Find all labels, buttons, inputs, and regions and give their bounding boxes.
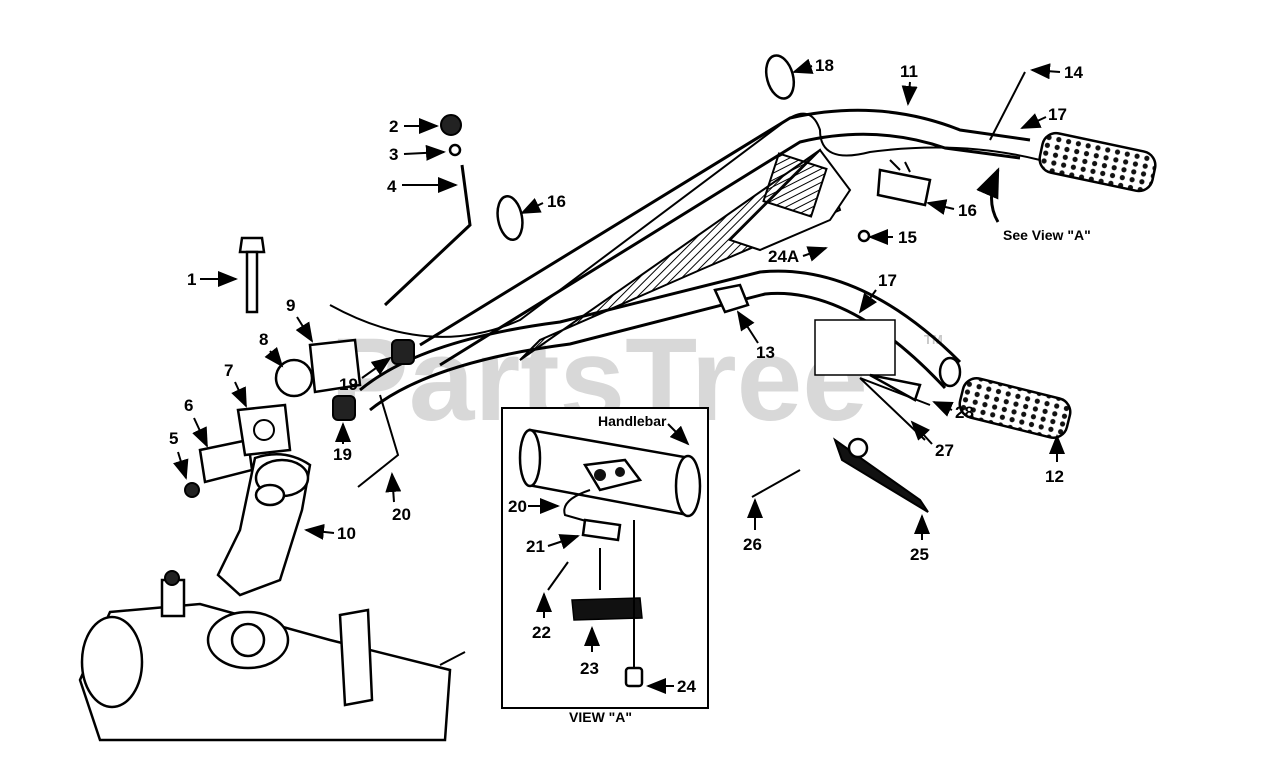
callout-8: 8 — [259, 330, 284, 368]
svg-text:19: 19 — [333, 445, 352, 464]
callout-7: 7 — [224, 361, 247, 408]
tiller-engine-body — [78, 570, 466, 742]
svg-text:9: 9 — [286, 296, 295, 315]
svg-text:3: 3 — [389, 145, 398, 164]
callout-17-upper: 17 — [1020, 105, 1067, 129]
inset-callout-23: 23 — [580, 659, 599, 678]
callout-1: 1 — [187, 270, 238, 289]
svg-text:17: 17 — [878, 271, 897, 290]
svg-text:18: 18 — [815, 56, 834, 75]
bolt-26 — [751, 469, 801, 498]
callout-16-left: 16 — [520, 192, 566, 214]
callout-5: 5 — [169, 429, 189, 480]
svg-text:1: 1 — [187, 270, 196, 289]
svg-text:16: 16 — [547, 192, 566, 211]
inset-callout-22: 22 — [532, 623, 551, 642]
callout-28: 28 — [932, 401, 974, 422]
inset-wire-20 — [563, 489, 601, 526]
inset-screw-22 — [547, 561, 569, 591]
inset-handlebar-label: Handlebar — [598, 413, 667, 429]
see-view-a-note: See View "A" — [976, 167, 1091, 243]
nut-19b — [332, 395, 356, 421]
svg-text:15: 15 — [898, 228, 917, 247]
inset-switch — [582, 458, 643, 492]
callout-19-lower: 19 — [333, 422, 352, 464]
callout-11: 11 — [900, 62, 918, 106]
svg-text:17: 17 — [1048, 105, 1067, 124]
svg-text:27: 27 — [935, 441, 954, 460]
svg-text:20: 20 — [392, 505, 411, 524]
callout-14: 14 — [1030, 63, 1083, 82]
callout-13: 13 — [736, 310, 775, 362]
inset-view-a: Handlebar 20 21 22 23 24 VIEW "A" — [501, 407, 709, 725]
inset-callout-24: 24 — [677, 677, 696, 696]
inset-title: VIEW "A" — [569, 709, 632, 725]
bolt-14 — [989, 71, 1026, 141]
inset-callout-21: 21 — [526, 537, 545, 556]
inset-spring-23 — [571, 548, 643, 621]
callout-20: 20 — [385, 472, 411, 524]
callout-6: 6 — [184, 396, 208, 448]
gear-8 — [274, 358, 314, 398]
callout-12: 12 — [1045, 434, 1065, 486]
svg-text:25: 25 — [910, 545, 929, 564]
callout-27: 27 — [910, 420, 954, 460]
yoke-9 — [308, 338, 362, 394]
inset-callout-20: 20 — [508, 497, 527, 516]
callout-26: 26 — [743, 498, 763, 554]
callout-4: 4 — [387, 177, 458, 196]
washer-3 — [448, 143, 462, 157]
control-cable — [329, 112, 1041, 338]
callout-17-lower: 17 — [858, 271, 897, 314]
bracket-16 — [876, 159, 932, 207]
lower-tube-end — [938, 356, 962, 388]
svg-text:16: 16 — [958, 201, 977, 220]
inset-bolt-24-head — [624, 666, 644, 688]
callout-25: 25 — [910, 514, 930, 564]
svg-text:4: 4 — [387, 177, 397, 196]
svg-text:5: 5 — [169, 429, 178, 448]
cable-20 — [357, 394, 400, 488]
svg-text:10: 10 — [337, 524, 356, 543]
coupling-10 — [216, 453, 312, 597]
svg-text:7: 7 — [224, 361, 233, 380]
callout-18: 18 — [792, 56, 834, 75]
svg-text:28: 28 — [955, 403, 974, 422]
svg-text:19: 19 — [339, 375, 358, 394]
nut-15 — [857, 229, 871, 243]
callout-16-right: 16 — [926, 199, 977, 220]
upper-handlebar-tube — [419, 108, 1031, 367]
svg-text:11: 11 — [900, 62, 918, 81]
svg-text:2: 2 — [389, 117, 398, 136]
upper-grip — [1038, 131, 1157, 193]
svg-text:24A: 24A — [768, 247, 799, 266]
callout-10: 10 — [304, 523, 356, 543]
nut-5 — [184, 482, 200, 498]
bracket-13 — [713, 283, 750, 314]
svg-text:8: 8 — [259, 330, 268, 349]
svg-text:6: 6 — [184, 396, 193, 415]
callout-9: 9 — [286, 296, 314, 343]
callout-2: 2 — [389, 117, 439, 136]
svg-text:12: 12 — [1045, 467, 1064, 486]
handlebar-center-panel — [519, 148, 852, 361]
callout-24A: 24A — [768, 246, 828, 266]
cable-tie-18 — [764, 54, 796, 100]
lower-grip — [958, 377, 1072, 439]
bolt-1 — [238, 236, 266, 314]
svg-text:See View "A": See View "A" — [1003, 227, 1091, 243]
callout-19-upper: 19 — [339, 356, 392, 394]
knob-2 — [440, 114, 462, 136]
callout-15: 15 — [868, 228, 917, 247]
cable-tie-16 — [496, 194, 524, 242]
svg-text:14: 14 — [1064, 63, 1083, 82]
nut-19a — [391, 339, 415, 365]
shift-rod-4 — [383, 164, 472, 307]
yoke-7 — [236, 403, 292, 457]
callout-3: 3 — [389, 144, 446, 164]
inset-connector-21 — [581, 518, 622, 542]
svg-text:26: 26 — [743, 535, 762, 554]
svg-text:13: 13 — [756, 343, 775, 362]
